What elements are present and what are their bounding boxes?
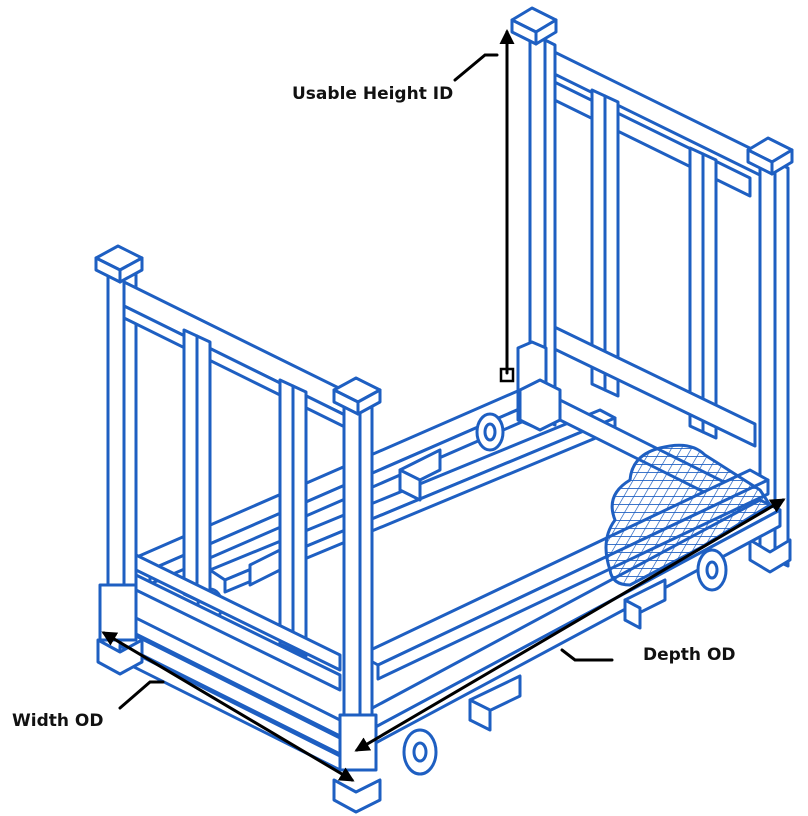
width-arrow: [101, 631, 355, 782]
depth-leader: [560, 648, 614, 662]
width-label: Width OD: [12, 711, 104, 731]
base-frame: [118, 378, 782, 772]
depth-arrow: [354, 498, 786, 752]
depth-label: Depth OD: [643, 645, 736, 665]
usable-height-leader: [453, 53, 499, 82]
back-end-frame: [510, 6, 794, 574]
usable-height-base-marker: [499, 367, 515, 383]
center-post: [516, 340, 562, 432]
dimension-lines: [101, 29, 786, 782]
width-leader: [118, 680, 165, 710]
usable-height-label: Usable Height ID: [292, 84, 454, 104]
